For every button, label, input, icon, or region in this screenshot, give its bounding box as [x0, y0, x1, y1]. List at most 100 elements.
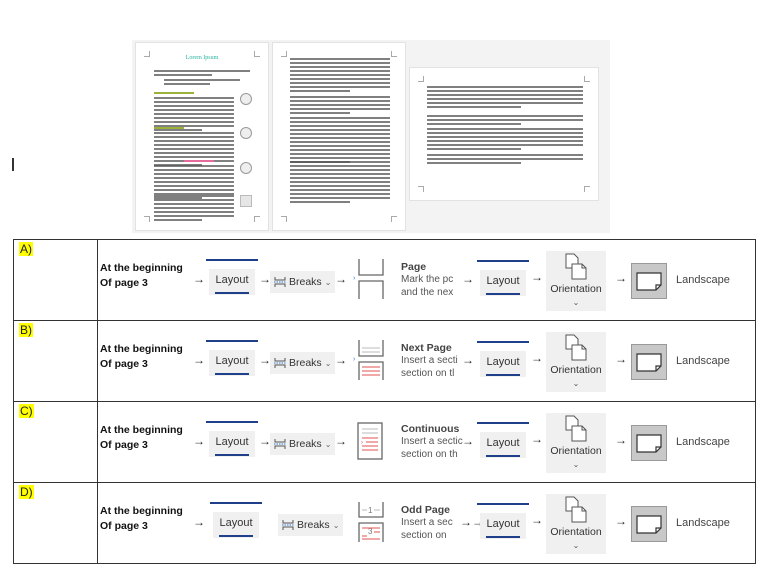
arrow-icon: → [615, 433, 627, 447]
landscape-option[interactable] [631, 263, 667, 299]
preview-text-line [290, 90, 350, 92]
layout-tab[interactable]: Layout [477, 260, 529, 296]
breaks-button[interactable]: Breaks ⌄ [278, 514, 344, 536]
option-description: At the beginning Of page 3 [100, 261, 183, 291]
option-letter[interactable]: B) [19, 323, 33, 337]
preview-text-line [290, 117, 390, 119]
orientation-icon [565, 253, 587, 280]
preview-text-line [290, 125, 390, 127]
arrow-icon: → [335, 434, 347, 448]
svg-text:›: › [353, 275, 356, 282]
landscape-option[interactable] [631, 506, 667, 542]
layout-tab[interactable]: Layout [477, 341, 529, 377]
margin-corner [144, 216, 150, 222]
option-letter[interactable]: D) [19, 485, 34, 499]
layout-tab[interactable]: Layout [477, 503, 529, 539]
break-option-description: Insert a secti [401, 355, 458, 366]
break-option-description: section on th [401, 449, 458, 460]
break-option-description: section on [401, 530, 447, 541]
break-option-description: Insert a sectic [401, 436, 463, 447]
arrow-icon: → [462, 353, 474, 367]
chevron-down-icon: ⌄ [324, 439, 332, 449]
option-label-cell: A) [13, 239, 98, 321]
description-line: At the beginning [100, 424, 183, 436]
option-steps-cell: At the beginning Of page 3 → Layout → [97, 320, 756, 402]
preview-text-line [164, 79, 240, 81]
orientation-button[interactable]: Orientation ⌄ [546, 332, 606, 392]
margin-corner [281, 216, 287, 222]
preview-text-line [154, 125, 234, 127]
layout-tab[interactable]: Layout [206, 340, 258, 376]
option-steps-cell: At the beginning Of page 3 → Layout → [97, 239, 756, 321]
preview-text-line [154, 207, 234, 209]
preview-page-2 [273, 43, 405, 230]
break-option[interactable]: Next Page Insert a secti section on tl [401, 342, 458, 380]
preview-text-line [427, 148, 521, 150]
landscape-option[interactable] [631, 344, 667, 380]
tab-indicator [206, 340, 258, 342]
orientation-button[interactable]: Orientation ⌄ [546, 494, 606, 554]
preview-text-line [427, 94, 583, 96]
layout-tab[interactable]: Layout [210, 502, 262, 538]
margin-corner [254, 216, 260, 222]
tab-indicator [477, 422, 529, 424]
margin-corner [281, 51, 287, 57]
landscape-option[interactable] [631, 425, 667, 461]
option-steps-cell: At the beginning Of page 3 → Layout → [97, 401, 756, 483]
breaks-button[interactable]: Breaks ⌄ [270, 433, 336, 455]
preview-text-line [154, 140, 234, 142]
tab-underline [219, 535, 253, 537]
tab-indicator [206, 421, 258, 423]
orientation-label: Orientation [550, 283, 602, 295]
description-line: Of page 3 [100, 358, 148, 370]
option-letter[interactable]: A) [19, 242, 33, 256]
break-option[interactable]: Odd Page Insert a sec section on [401, 504, 453, 542]
break-option-title: Continuous [401, 423, 460, 435]
description-line: Of page 3 [100, 439, 148, 451]
chevron-down-icon: ⌄ [572, 379, 580, 388]
option-row: D) At the beginning Of page 3 → Layout → [13, 482, 756, 564]
layout-tab[interactable]: Layout [206, 259, 258, 295]
preview-text-line [154, 169, 234, 171]
preview-text-line [184, 160, 214, 162]
landscape-page-icon [636, 272, 662, 291]
orientation-label: Orientation [550, 445, 602, 457]
arrow-icon: → [193, 353, 205, 367]
break-option[interactable]: Continuous Insert a sectic section on th [401, 423, 463, 461]
page-break-icon[interactable]: › [353, 258, 387, 300]
orientation-button[interactable]: Orientation ⌄ [546, 251, 606, 311]
preview-text-line [154, 199, 234, 201]
tab-underline [215, 292, 249, 294]
option-letter[interactable]: C) [19, 404, 34, 418]
layout-tab-label: Layout [486, 518, 520, 530]
landscape-label: Landscape [676, 274, 730, 286]
breaks-button[interactable]: Breaks ⌄ [270, 271, 336, 293]
preview-text-line [427, 158, 583, 160]
preview-text-line [290, 185, 390, 187]
orientation-button[interactable]: Orientation ⌄ [546, 413, 606, 473]
preview-text-line [154, 219, 202, 221]
arrow-icon: → [531, 270, 543, 284]
breaks-label: Breaks [289, 276, 322, 288]
option-label-cell: D) [13, 482, 98, 564]
tab-indicator [477, 260, 529, 262]
layout-tab[interactable]: Layout [206, 421, 258, 457]
break-option[interactable]: Page Mark the pc and the nex [401, 261, 453, 299]
continuous-break-icon[interactable]: › [353, 420, 387, 462]
margin-corner [144, 51, 150, 57]
breaks-button[interactable]: Breaks ⌄ [270, 352, 336, 374]
arrow-icon: → [531, 432, 543, 446]
preview-text-line [154, 132, 234, 134]
layout-tab-label: Layout [486, 275, 520, 287]
layout-tab[interactable]: Layout [477, 422, 529, 458]
preview-text-line [154, 156, 234, 158]
landscape-page-icon [636, 353, 662, 372]
arrow-icon: → [193, 434, 205, 448]
next-page-break-icon[interactable]: › [353, 339, 387, 381]
preview-text-line [154, 173, 234, 175]
svg-text:1: 1 [368, 506, 373, 515]
layout-tab-label: Layout [215, 274, 249, 286]
preview-text-line [154, 70, 250, 72]
preview-text-line [154, 165, 234, 167]
